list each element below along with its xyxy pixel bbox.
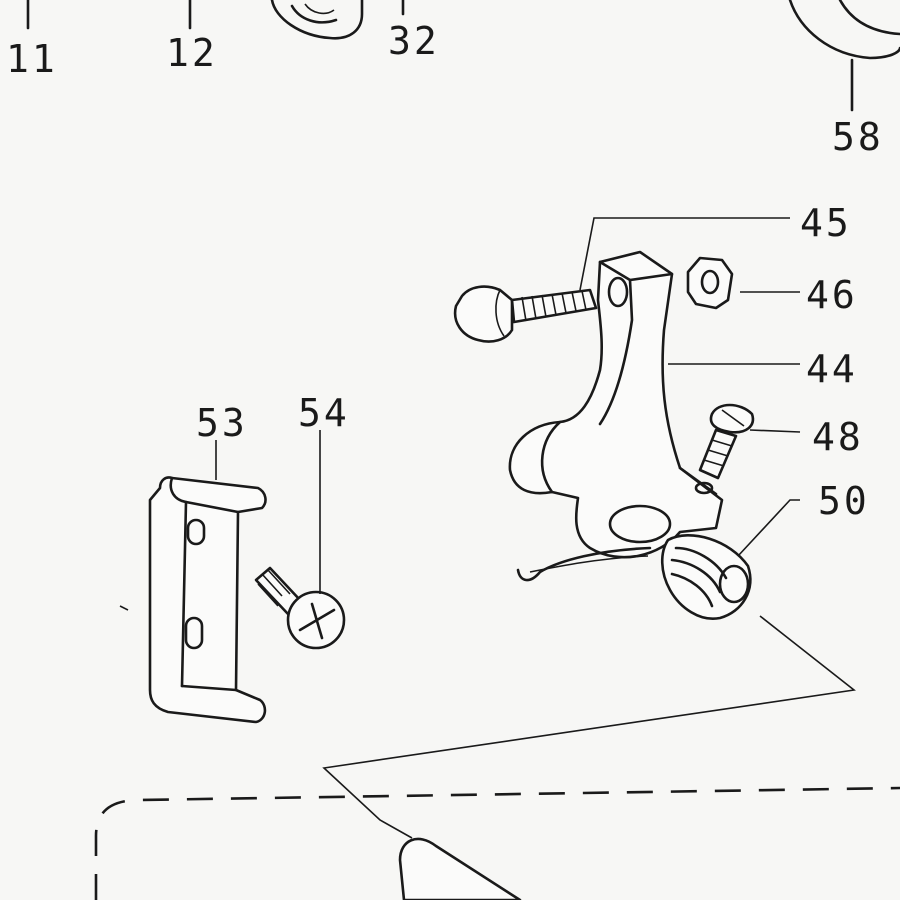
label-53: 53 — [196, 401, 248, 445]
label-12: 12 — [166, 31, 218, 75]
base-plate — [94, 615, 900, 900]
part-58-cover — [788, 0, 900, 112]
label-48: 48 — [812, 415, 864, 459]
part-50-spring — [660, 534, 752, 620]
part-54-screw — [254, 566, 346, 650]
label-58: 58 — [832, 115, 884, 159]
part-46-nut — [686, 256, 734, 310]
label-45: 45 — [800, 201, 852, 245]
label-46: 46 — [806, 273, 858, 317]
part-44-lever — [508, 250, 724, 582]
part-32-nut — [270, 0, 405, 40]
part-labels: 11 12 32 58 45 46 44 48 50 53 54 — [6, 19, 884, 523]
part-53-bracket — [119, 476, 267, 724]
label-50: 50 — [818, 479, 870, 523]
part-48-screw — [698, 403, 755, 480]
label-54: 54 — [298, 391, 350, 435]
part-45-bolt — [453, 285, 598, 343]
label-32: 32 — [388, 19, 440, 63]
label-11: 11 — [6, 37, 58, 81]
leader-lines — [215, 217, 801, 594]
label-44: 44 — [806, 347, 858, 391]
